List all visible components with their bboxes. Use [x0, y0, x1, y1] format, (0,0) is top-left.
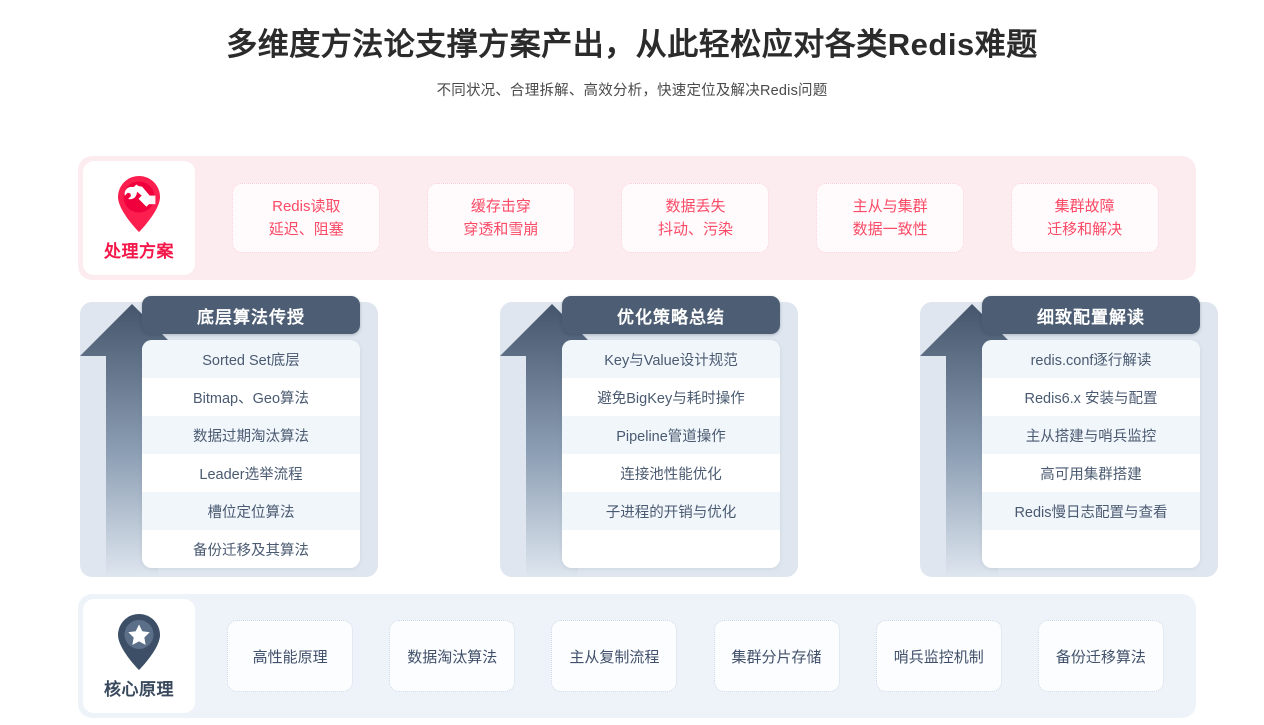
star-pin-icon [112, 612, 166, 672]
solution-card-line2: 抖动、污染 [657, 221, 733, 238]
principle-band: 核心原理 高性能原理 数据淘汰算法 主从复制流程 集群分片存储 哨兵监控机制 备… [78, 594, 1196, 718]
principle-card[interactable]: 数据淘汰算法 [389, 620, 516, 692]
solution-card-line1: Redis读取 [272, 197, 341, 215]
solution-card-row: Redis读取 延迟、阻塞 缓存击穿 穿透和雪崩 数据丢失 抖动、污染 主从与集… [195, 156, 1196, 280]
column-list: Key与Value设计规范 避免BigKey与耗时操作 Pipeline管道操作… [562, 340, 780, 568]
wrench-pin-icon [112, 174, 166, 234]
solution-card[interactable]: 集群故障 迁移和解决 [1010, 183, 1159, 253]
principle-card[interactable]: 集群分片存储 [713, 620, 840, 692]
list-item-empty [562, 530, 780, 568]
principle-card[interactable]: 哨兵监控机制 [875, 620, 1002, 692]
column-panel: 细致配置解读 redis.conf逐行解读 Redis6.x 安装与配置 主从搭… [982, 296, 1200, 568]
list-item[interactable]: 备份迁移及其算法 [142, 530, 360, 568]
solution-card[interactable]: Redis读取 延迟、阻塞 [232, 183, 381, 253]
principle-card-row: 高性能原理 数据淘汰算法 主从复制流程 集群分片存储 哨兵监控机制 备份迁移算法 [195, 594, 1196, 718]
column-heading: 底层算法传授 [142, 296, 360, 334]
list-item[interactable]: redis.conf逐行解读 [982, 340, 1200, 378]
principle-badge: 核心原理 [83, 599, 195, 713]
list-item[interactable]: 槽位定位算法 [142, 492, 360, 530]
solution-card-line2: 数据一致性 [852, 221, 928, 238]
solution-badge-label: 处理方案 [104, 242, 174, 261]
list-item[interactable]: Sorted Set底层 [142, 340, 360, 378]
solution-card-line2: 延迟、阻塞 [268, 221, 344, 238]
list-item[interactable]: 主从搭建与哨兵监控 [982, 416, 1200, 454]
solution-card-line1: 数据丢失 [665, 197, 726, 215]
solution-card-line2: 迁移和解决 [1047, 221, 1123, 238]
column-list: Sorted Set底层 Bitmap、Geo算法 数据过期淘汰算法 Leade… [142, 340, 360, 568]
principle-card[interactable]: 主从复制流程 [551, 620, 678, 692]
list-item[interactable]: Redis慢日志配置与查看 [982, 492, 1200, 530]
list-item-empty [982, 530, 1200, 568]
principle-card[interactable]: 高性能原理 [227, 620, 354, 692]
solution-card[interactable]: 主从与集群 数据一致性 [816, 183, 965, 253]
solution-badge: 处理方案 [83, 161, 195, 275]
list-item[interactable]: Redis6.x 安装与配置 [982, 378, 1200, 416]
column-heading: 细致配置解读 [982, 296, 1200, 334]
solution-card-line2: 穿透和雪崩 [463, 221, 539, 238]
column-panel: 优化策略总结 Key与Value设计规范 避免BigKey与耗时操作 Pipel… [562, 296, 780, 568]
list-item[interactable]: 高可用集群搭建 [982, 454, 1200, 492]
list-item[interactable]: Leader选举流程 [142, 454, 360, 492]
principle-badge-label: 核心原理 [104, 680, 174, 699]
list-item[interactable]: 连接池性能优化 [562, 454, 780, 492]
page-subtitle: 不同状况、合理拆解、高效分析，快速定位及解决Redis问题 [436, 83, 828, 100]
column-list: redis.conf逐行解读 Redis6.x 安装与配置 主从搭建与哨兵监控 … [982, 340, 1200, 568]
solution-card-line1: 集群故障 [1054, 197, 1115, 215]
topic-column-3: 细致配置解读 redis.conf逐行解读 Redis6.x 安装与配置 主从搭… [920, 296, 1260, 581]
list-item[interactable]: Pipeline管道操作 [562, 416, 780, 454]
list-item[interactable]: Key与Value设计规范 [562, 340, 780, 378]
solution-card-line1: 主从与集群 [852, 197, 928, 215]
list-item[interactable]: 子进程的开销与优化 [562, 492, 780, 530]
page-header: 多维度方法论支撑方案产出，从此轻松应对各类Redis难题 不同状况、合理拆解、高… [0, 0, 1264, 100]
solution-card[interactable]: 缓存击穿 穿透和雪崩 [426, 183, 575, 253]
page-title: 多维度方法论支撑方案产出，从此轻松应对各类Redis难题 [226, 27, 1038, 62]
list-item[interactable]: 避免BigKey与耗时操作 [562, 378, 780, 416]
list-item[interactable]: Bitmap、Geo算法 [142, 378, 360, 416]
column-panel: 底层算法传授 Sorted Set底层 Bitmap、Geo算法 数据过期淘汰算… [142, 296, 360, 568]
solution-card[interactable]: 数据丢失 抖动、污染 [621, 183, 770, 253]
principle-card[interactable]: 备份迁移算法 [1037, 620, 1164, 692]
column-heading: 优化策略总结 [562, 296, 780, 334]
topic-column-1: 底层算法传授 Sorted Set底层 Bitmap、Geo算法 数据过期淘汰算… [80, 296, 420, 581]
solution-band: 处理方案 Redis读取 延迟、阻塞 缓存击穿 穿透和雪崩 数据丢失 抖动、污染… [78, 156, 1196, 280]
list-item[interactable]: 数据过期淘汰算法 [142, 416, 360, 454]
topic-column-2: 优化策略总结 Key与Value设计规范 避免BigKey与耗时操作 Pipel… [500, 296, 840, 581]
solution-card-line1: 缓存击穿 [470, 197, 531, 215]
